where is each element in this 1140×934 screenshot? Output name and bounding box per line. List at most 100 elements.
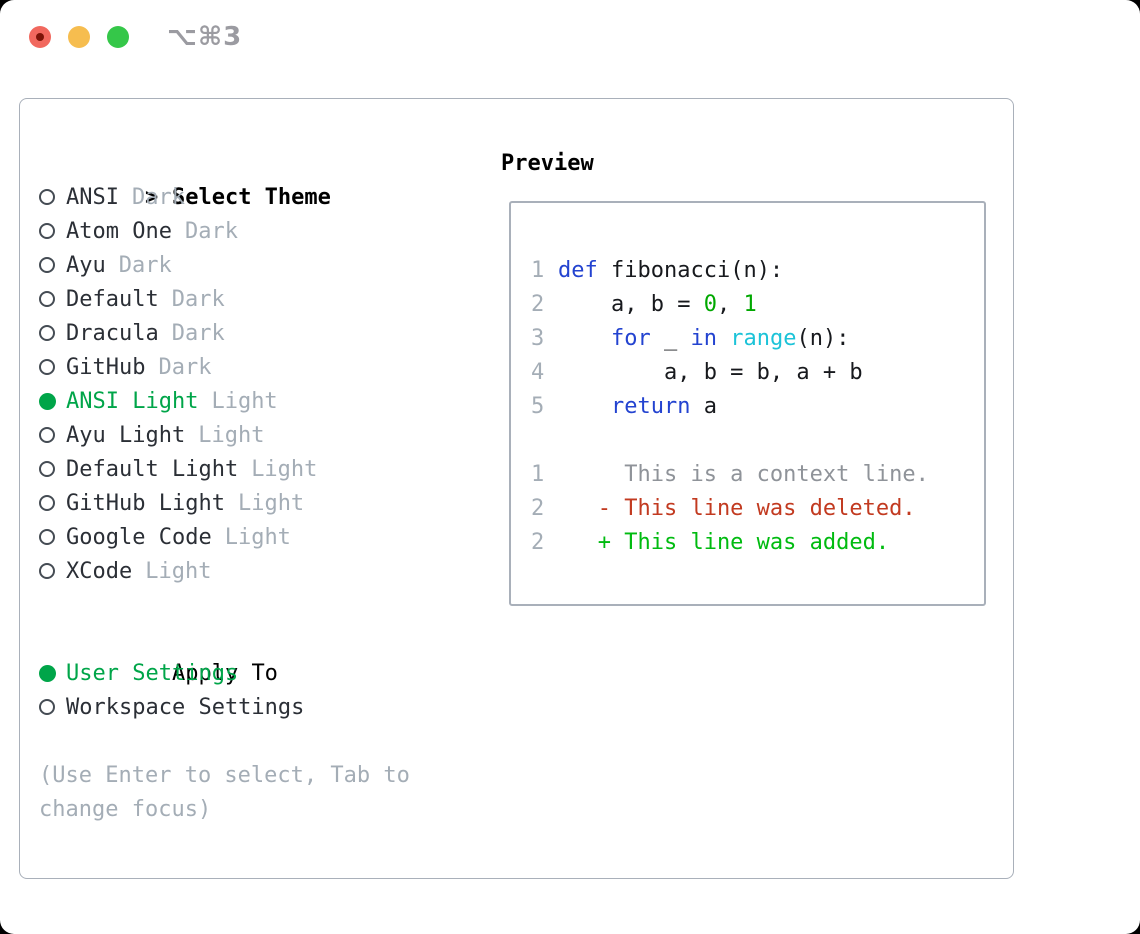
theme-option-label: Atom One	[66, 219, 172, 244]
line-number: 2	[531, 530, 545, 555]
theme-option-label: Ayu Light	[66, 423, 186, 448]
radio-unselected-icon	[39, 283, 66, 317]
code-line: 4 a, b = b, a + b	[531, 356, 984, 390]
apply-option-label: Workspace Settings	[66, 695, 305, 720]
theme-option-label: Dracula	[66, 321, 159, 346]
code-token: fibonacci(n):	[597, 258, 784, 283]
theme-option-github[interactable]: GitHub Dark	[39, 351, 494, 385]
theme-option-xcode[interactable]: XCode Light	[39, 555, 494, 589]
code-token: _	[650, 326, 691, 351]
radio-unselected-icon	[39, 555, 66, 589]
spacer	[39, 589, 494, 623]
radio-unselected-icon	[39, 215, 66, 249]
radio-ring	[39, 699, 55, 715]
help-text: (Use Enter to select, Tab to change focu…	[39, 763, 410, 822]
radio-selected-icon	[39, 385, 66, 419]
theme-variant-tag: Dark	[158, 355, 212, 380]
titlebar: ⌥⌘3	[0, 0, 1140, 74]
theme-variant-tag: Dark	[118, 253, 172, 278]
radio-dot	[39, 393, 56, 410]
code-token: + This line was added.	[558, 530, 890, 555]
theme-option-label: Ayu	[66, 253, 106, 278]
apply-option-workspace-settings[interactable]: Workspace Settings	[39, 691, 494, 725]
radio-selected-icon	[39, 657, 66, 691]
code-line	[531, 424, 984, 458]
apply-to-header: Apply To	[39, 623, 494, 686]
code-token: - This line was deleted.	[558, 496, 916, 521]
code-token: return	[610, 394, 691, 419]
theme-option-default-light[interactable]: Default Light Light	[39, 453, 494, 487]
radio-ring	[39, 189, 55, 205]
apply-option-user-settings[interactable]: User Settings	[39, 657, 494, 691]
theme-option-dracula[interactable]: Dracula Dark	[39, 317, 494, 351]
apply-option-label: User Settings	[66, 661, 239, 686]
theme-selector-title: Select Theme	[171, 185, 331, 210]
radio-ring	[39, 257, 55, 273]
code-line: 2 a, b = 0, 1	[531, 288, 984, 322]
code-token: in	[690, 326, 717, 351]
line-number: 2	[531, 496, 545, 521]
code-token: a, b = b, a + b	[558, 360, 863, 385]
code-token: This is a context line.	[558, 462, 929, 487]
radio-ring	[39, 495, 55, 511]
radio-unselected-icon	[39, 521, 66, 555]
radio-ring	[39, 427, 55, 443]
theme-option-label: Google Code	[66, 525, 212, 550]
code-token: a, b =	[558, 292, 704, 317]
theme-variant-tag: Dark	[171, 321, 225, 346]
theme-option-label: ANSI	[66, 185, 119, 210]
code-token: 1	[743, 292, 757, 317]
spacer	[39, 725, 494, 759]
theme-option-google-code[interactable]: Google Code Light	[39, 521, 494, 555]
radio-ring	[39, 359, 55, 375]
theme-variant-tag: Light	[251, 457, 318, 482]
theme-option-label: Default Light	[66, 457, 239, 482]
theme-selector-header: > Select Theme	[39, 147, 494, 210]
theme-variant-tag: Dark	[171, 287, 225, 312]
close-button[interactable]	[29, 26, 51, 48]
code-line: 2 + This line was added.	[531, 526, 984, 560]
prompt-icon: >	[144, 185, 159, 210]
radio-ring	[39, 461, 55, 477]
radio-unselected-icon	[39, 249, 66, 283]
code-token	[558, 394, 611, 419]
theme-option-ayu[interactable]: Ayu Dark	[39, 249, 494, 283]
line-number: 1	[531, 462, 545, 487]
zoom-button[interactable]	[107, 26, 129, 48]
minimize-button[interactable]	[68, 26, 90, 48]
theme-option-label: XCode	[66, 559, 133, 584]
code-token: for	[610, 326, 651, 351]
radio-ring	[39, 325, 55, 341]
theme-option-label: Default	[66, 287, 159, 312]
theme-option-label: GitHub	[66, 355, 146, 380]
theme-option-default[interactable]: Default Dark	[39, 283, 494, 317]
line-number: 2	[531, 292, 545, 317]
unsaved-indicator-dot	[36, 33, 44, 41]
code-token: a	[690, 394, 717, 419]
line-number: 5	[531, 394, 545, 419]
radio-ring	[39, 529, 55, 545]
code-token	[717, 326, 730, 351]
theme-variant-tag: Dark	[184, 219, 238, 244]
code-line: 1 def fibonacci(n):	[531, 254, 984, 288]
theme-option-label: ANSI Light	[66, 389, 199, 414]
radio-unselected-icon	[39, 181, 66, 215]
code-token: def	[558, 258, 598, 283]
code-line: 5 return a	[531, 390, 984, 424]
theme-variant-tag: Light	[224, 525, 291, 550]
theme-option-atom-one[interactable]: Atom One Dark	[39, 215, 494, 249]
radio-unselected-icon	[39, 691, 66, 725]
line-number: 1	[531, 258, 545, 283]
radio-ring	[39, 223, 55, 239]
theme-variant-tag: Light	[145, 559, 212, 584]
